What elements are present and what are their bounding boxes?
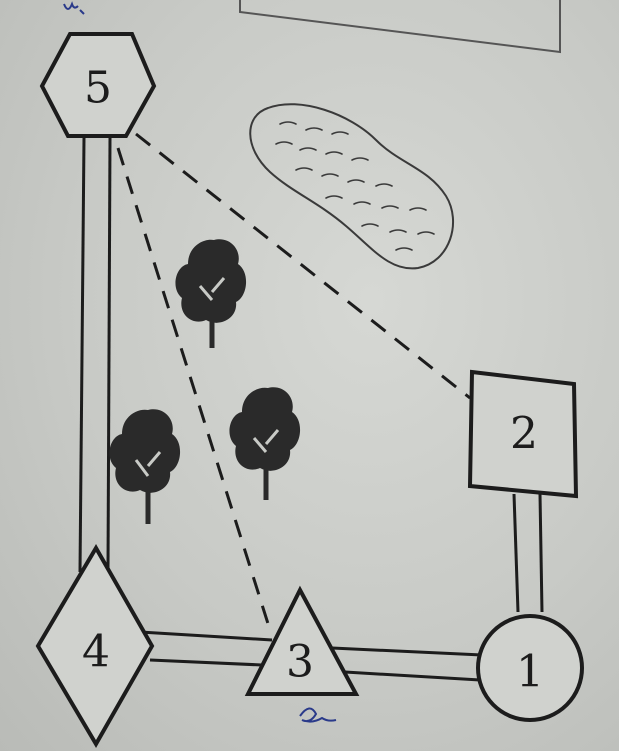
road-5-4	[78, 137, 112, 573]
node-2-label: 2	[510, 409, 538, 460]
road-3-1	[331, 646, 483, 682]
tree-2	[109, 409, 181, 524]
node-3-label: 3	[286, 637, 314, 688]
node-3-triangle: 3	[244, 585, 360, 696]
road-1-2	[512, 493, 544, 613]
tree-3	[229, 387, 301, 500]
tree-1	[175, 239, 247, 348]
node-5-hexagon: 5	[39, 32, 157, 138]
path-5-2	[135, 132, 471, 400]
pen-scribble-bottom	[299, 707, 337, 723]
node-1-circle: 1	[476, 614, 584, 722]
node-2-square: 2	[467, 369, 579, 499]
road-4-3	[139, 630, 273, 667]
lake	[249, 103, 455, 270]
node-4-diamond: 4	[35, 544, 155, 748]
pen-scribble-top	[63, 1, 85, 15]
node-1-label: 1	[516, 647, 544, 698]
node-5-label: 5	[84, 63, 112, 114]
path-5-3	[116, 147, 272, 631]
node-4-label: 4	[82, 627, 110, 678]
top-box-edge	[239, 0, 561, 54]
